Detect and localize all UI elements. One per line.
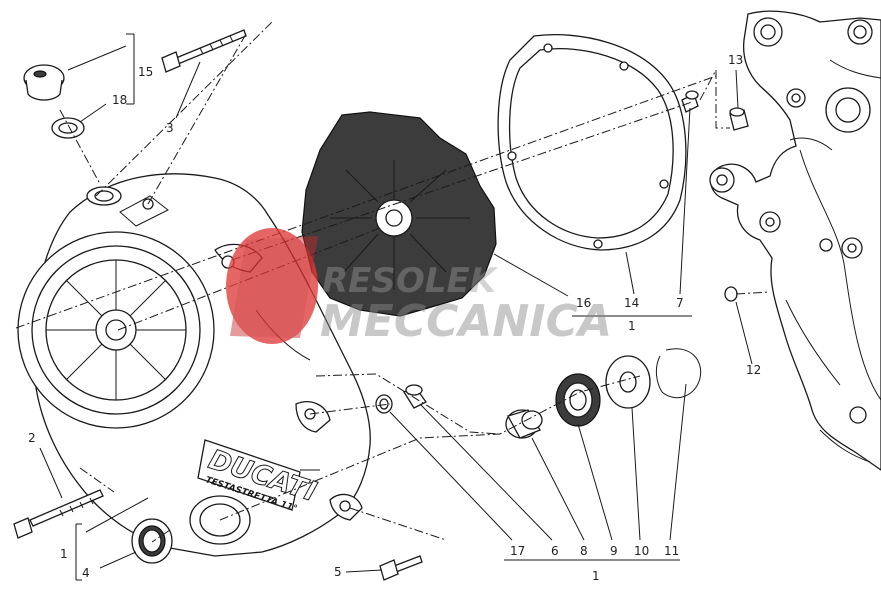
washer-10 (605, 355, 651, 409)
bolt-2 (13, 489, 104, 539)
callout-16: 16 (576, 296, 591, 310)
leader-lines (39, 33, 753, 581)
seal-4 (131, 518, 173, 564)
o-ring-18 (51, 117, 85, 139)
dowel-13 (729, 107, 749, 131)
callout-1-left: 1 (60, 547, 68, 561)
plug-6 (403, 384, 427, 409)
bolt-3 (161, 29, 247, 73)
cover-ribs (46, 260, 186, 400)
callout-9: 9 (610, 544, 618, 558)
callout-13: 13 (728, 53, 743, 67)
inner-cover-ribs (330, 160, 470, 290)
callout-7: 7 (676, 296, 684, 310)
oil-filler-plug (23, 64, 65, 101)
watermark: RESOLEK MECCANICA (226, 228, 612, 347)
o-ring-12 (724, 286, 738, 302)
callout-6: 6 (551, 544, 559, 558)
callouts: 15 18 3 13 16 14 7 1 12 2 1 4 5 17 6 8 9… (28, 53, 761, 583)
callout-14: 14 (624, 296, 639, 310)
callout-11: 11 (664, 544, 679, 558)
callout-12: 12 (746, 363, 761, 377)
callout-1-bottom: 1 (592, 569, 600, 583)
callout-15: 15 (138, 65, 153, 79)
callout-8: 8 (580, 544, 588, 558)
callout-5: 5 (334, 565, 342, 579)
watermark-line2: MECCANICA (320, 296, 612, 347)
callout-1-top: 1 (628, 319, 636, 333)
crankcase-outline (709, 10, 881, 471)
callout-10: 10 (634, 544, 649, 558)
seal-9 (555, 373, 601, 427)
callout-4: 4 (82, 566, 90, 580)
inner-clutch-cover (301, 111, 497, 317)
screw-5 (379, 555, 423, 581)
washer-17 (375, 394, 393, 414)
watermark-line1: RESOLEK (322, 261, 499, 301)
callout-2: 2 (28, 431, 36, 445)
callout-17: 17 (510, 544, 525, 558)
callout-3: 3 (166, 121, 174, 135)
circlip-11 (655, 348, 702, 399)
assembly-axes (15, 21, 771, 543)
clutch-cover-gasket (497, 34, 687, 251)
callout-18: 18 (112, 93, 127, 107)
bush-8 (505, 409, 543, 439)
